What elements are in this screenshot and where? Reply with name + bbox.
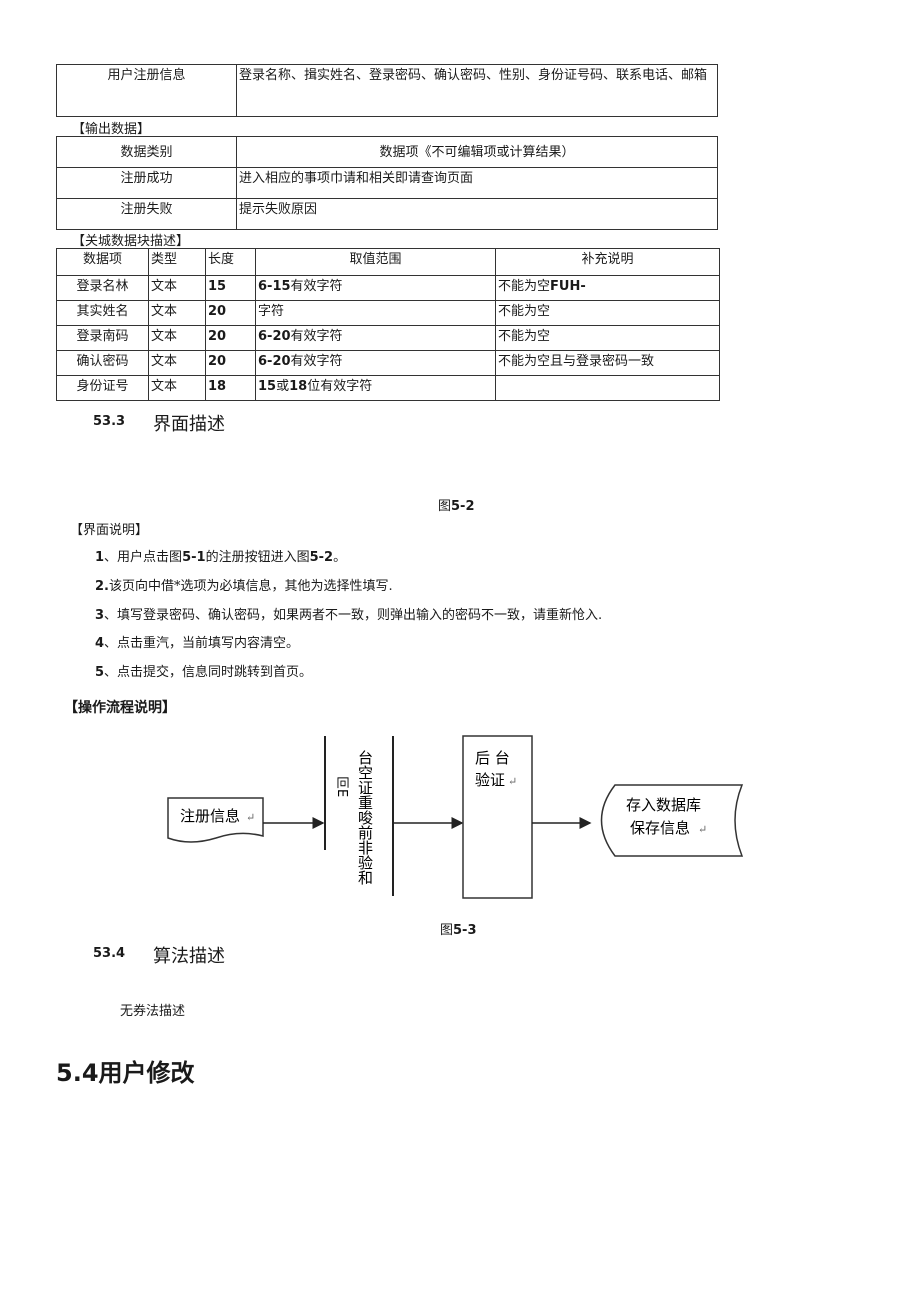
ui-description-heading: 【界面说明】 [70,523,149,538]
operation-flow-diagram: 注册信息 ↵ 叵E 台空证重唆前非验和 后 台 验证 ↵ 存入数据库 保存信息 … [167,735,744,899]
ui-desc-item-3: 3、填写登录密码、确认密码，如果两者不一致，则弹出输入的密码不一致，请重新怆入. [95,608,603,623]
output-header-category: 数据类别 [56,136,237,168]
key-cell-note: 不能为空 [495,300,720,326]
key-cell-length: 20 [205,350,256,376]
key-header-type: 类型 [148,248,206,276]
table-row: 登录名林 文本 15 6-15有效字符 不能为空FUH- [56,275,720,301]
flow-box-backend [462,735,533,899]
register-info-table: 用户注册信息 登录名称、揖实姓名、登录密码、确认密码、性别、身份证号码、联系电话… [56,64,718,117]
key-data-table: 数据项 类型 长度 取值范围 补充说明 登录名林 文本 15 6-15有效字符 … [56,248,720,401]
figure-5-3-caption: 图5-3 [440,923,477,938]
key-cell-item: 身份证号 [56,375,149,401]
flow-front-small-text: 叵E [334,776,349,797]
key-cell-range: 字符 [255,300,496,326]
ui-desc-item-1: 1、用户点击图5-1的注册按钮进入图5-2。 [95,550,347,565]
return-mark: ↵ [508,775,517,788]
table-row: 其实姓名 文本 20 字符 不能为空 [56,300,720,326]
key-cell-range: 15或18位有效字符 [255,375,496,401]
key-cell-item: 登录名林 [56,275,149,301]
key-header-note: 补充说明 [495,248,720,276]
output-data-table: 数据类别 数据项《不可编辑项或计算结果） 注册成功 进入相应的事项巾请和相关即请… [56,136,718,230]
key-cell-note: 不能为空且与登录密码一致 [495,350,720,376]
figure-5-2-caption: 图5-2 [438,499,475,514]
key-cell-note: 不能为空FUH- [495,275,720,301]
key-cell-type: 文本 [148,375,206,401]
key-cell-note [495,375,720,401]
table-row: 登录南码 文本 20 6-20有效字符 不能为空 [56,325,720,351]
key-cell-type: 文本 [148,275,206,301]
flow-box-database-line2: 保存信息 [630,819,690,837]
output-header-item: 数据项《不可编辑项或计算结果） [236,136,718,168]
section-534-number: 53.4 [93,946,126,961]
flow-box-database [600,784,744,857]
ui-desc-item-5: 5、点击提交，信息同时跳转到首页。 [95,665,313,680]
output-row-item: 提示失败原因 [236,198,718,230]
flow-box-backend-line2: 验证 [475,771,505,789]
key-cell-item: 其实姓名 [56,300,149,326]
section-54-heading: 5.4用户修改 [56,1059,195,1087]
operation-flow-heading: 【操作流程说明】 [64,700,176,716]
key-cell-length: 20 [205,300,256,326]
key-data-heading: 【关城数据块描述】 [72,234,190,249]
section-533-title: 界面描述 [153,414,225,435]
algorithm-text: 无券法描述 [120,1004,186,1019]
key-cell-range: 6-15有效字符 [255,275,496,301]
section-534-title: 算法描述 [153,946,225,967]
key-cell-range: 6-20有效字符 [255,325,496,351]
key-header-item: 数据项 [56,248,149,276]
flow-box-backend-line1: 后 台 [475,749,510,767]
output-data-heading: 【输出数据】 [72,122,151,137]
flow-front-vertical-text: 台空证重唆前非验和 [356,750,374,885]
ui-desc-item-2: 2.该页向中借*选项为必填信息，其他为选择性填写. [95,579,393,594]
output-row-category: 注册失败 [56,198,237,230]
return-mark: ↵ [698,823,707,836]
key-header-length: 长度 [205,248,256,276]
table-row: 确认密码 文本 20 6-20有效字符 不能为空且与登录密码一致 [56,350,720,376]
ui-desc-item-4: 4、点击重汽，当前填写内容清空。 [95,636,300,651]
register-info-label: 用户注册信息 [56,64,237,117]
table-row: 身份证号 文本 18 15或18位有效字符 [56,375,720,401]
key-header-range: 取值范围 [255,248,496,276]
flow-box-register-info [167,797,264,843]
key-cell-type: 文本 [148,300,206,326]
output-row-item: 进入相应的事项巾请和相关即请查询页面 [236,167,718,199]
key-cell-type: 文本 [148,350,206,376]
key-cell-length: 15 [205,275,256,301]
key-cell-item: 确认密码 [56,350,149,376]
flow-box-register-info-label: 注册信息 [180,807,240,825]
key-cell-note: 不能为空 [495,325,720,351]
key-cell-length: 18 [205,375,256,401]
return-mark: ↵ [246,811,255,824]
register-info-value: 登录名称、揖实姓名、登录密码、确认密码、性别、身份证号码、联系电话、邮箱 [236,64,718,117]
flow-box-database-line1: 存入数据库 [626,796,701,814]
key-cell-item: 登录南码 [56,325,149,351]
key-cell-range: 6-20有效字符 [255,350,496,376]
output-row-category: 注册成功 [56,167,237,199]
key-cell-length: 20 [205,325,256,351]
section-533-number: 53.3 [93,414,126,429]
key-cell-type: 文本 [148,325,206,351]
